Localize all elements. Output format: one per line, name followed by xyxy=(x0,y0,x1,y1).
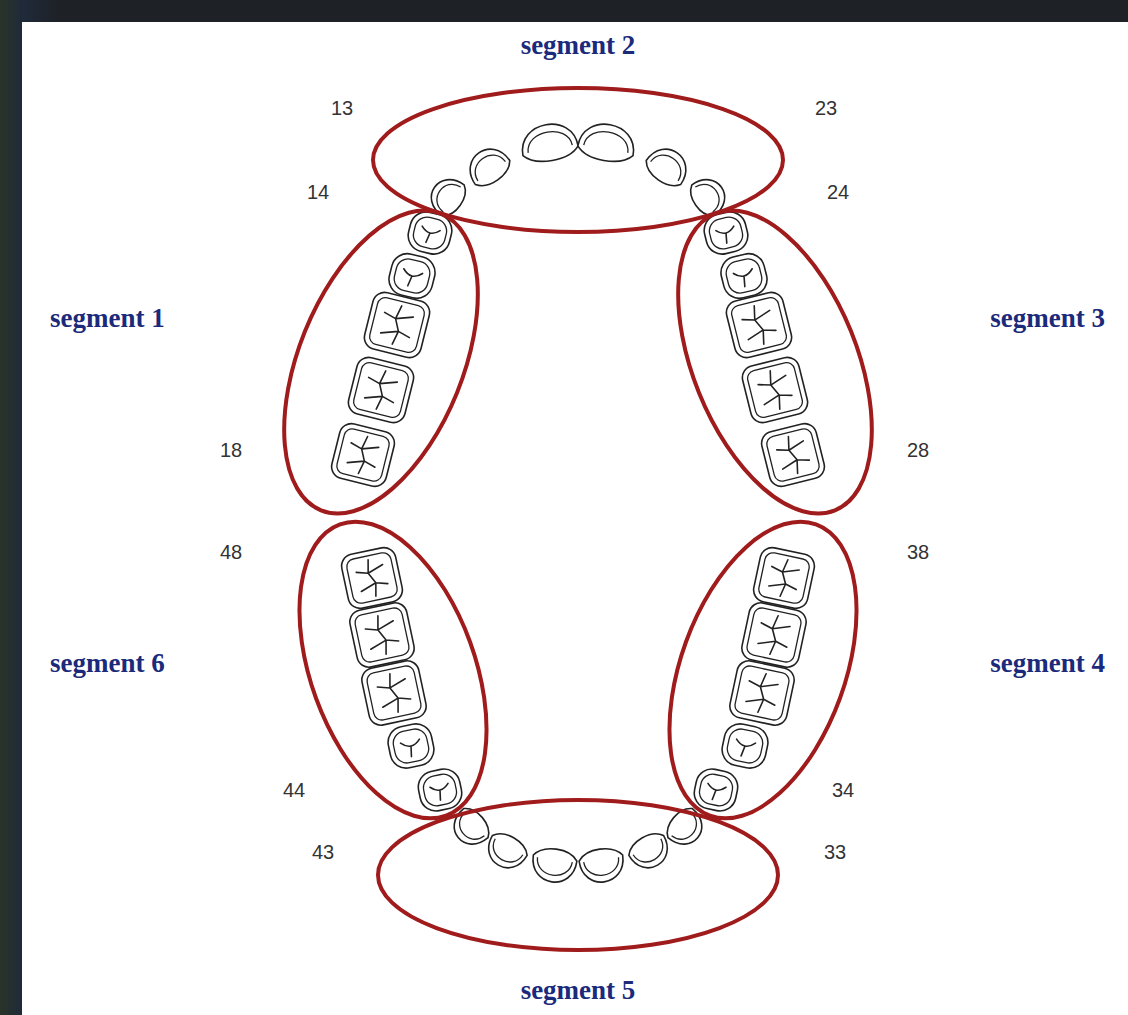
segment-heading: segment 1 xyxy=(50,302,165,334)
tooth-number: 38 xyxy=(907,540,929,564)
segment-heading: segment 5 xyxy=(521,974,636,1006)
molar-tooth xyxy=(751,545,816,610)
molar-tooth xyxy=(728,659,797,728)
premolar-tooth xyxy=(691,766,740,814)
premolar-tooth xyxy=(385,721,437,771)
segment-heading: segment 4 xyxy=(990,647,1105,679)
segment-outline xyxy=(665,200,1115,530)
segment-region: segment 2 xyxy=(370,20,790,240)
molar-tooth xyxy=(348,601,417,670)
tooth-number: 28 xyxy=(907,438,929,462)
anterior-tooth xyxy=(481,828,531,875)
segment-ellipse xyxy=(263,496,523,843)
anterior-tooth xyxy=(576,120,637,165)
anterior-tooth xyxy=(530,846,578,885)
segment-heading: segment 2 xyxy=(521,29,636,61)
tooth-number: 18 xyxy=(220,438,242,462)
tooth-number: 44 xyxy=(283,778,305,802)
tooth-number: 13 xyxy=(331,96,353,120)
segment-region: segment 4 xyxy=(665,512,1115,832)
segment-ellipse xyxy=(378,800,778,950)
segment-heading: segment 3 xyxy=(990,302,1105,334)
premolar-tooth xyxy=(415,766,464,814)
molar-tooth xyxy=(362,290,432,360)
segment-outline xyxy=(40,200,490,530)
molar-tooth xyxy=(759,421,827,489)
tooth-number: 34 xyxy=(832,778,854,802)
tooth-number: 24 xyxy=(827,180,849,204)
molar-tooth xyxy=(724,290,794,360)
tooth-number: 48 xyxy=(220,540,242,564)
segment-ellipse xyxy=(245,183,517,541)
molar-tooth xyxy=(740,601,809,670)
premolar-tooth xyxy=(719,721,771,771)
tooth-number: 33 xyxy=(824,840,846,864)
anterior-tooth xyxy=(578,846,626,885)
anterior-tooth xyxy=(462,141,515,192)
segment-ellipse xyxy=(633,496,893,843)
molar-tooth xyxy=(360,659,429,728)
molar-tooth xyxy=(339,545,404,610)
segment-heading: segment 6 xyxy=(50,647,165,679)
segment-region: segment 3 xyxy=(665,200,1115,530)
segment-region: segment 1 xyxy=(40,200,490,530)
segment-region: segment 5 xyxy=(370,795,790,1010)
segment-ellipse xyxy=(639,183,911,541)
tooth-number: 43 xyxy=(312,840,334,864)
anterior-tooth xyxy=(518,120,579,165)
tooth-number: 23 xyxy=(815,96,837,120)
molar-tooth xyxy=(329,421,397,489)
molar-tooth xyxy=(740,355,810,425)
tooth-number: 14 xyxy=(307,180,329,204)
anterior-tooth xyxy=(641,141,694,192)
segment-region: segment 6 xyxy=(40,512,490,832)
molar-tooth xyxy=(346,355,416,425)
